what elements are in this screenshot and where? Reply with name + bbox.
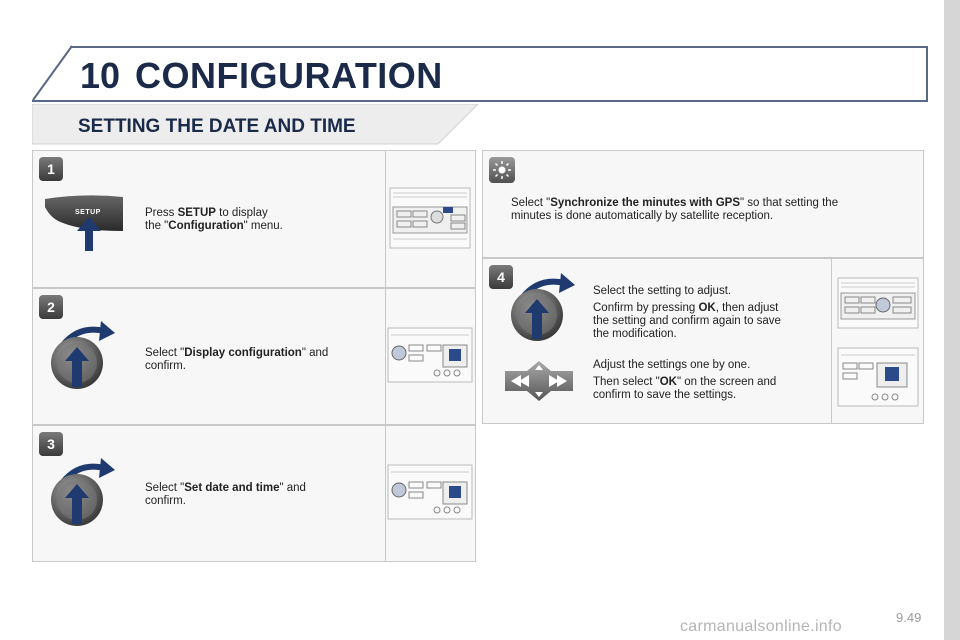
step-4-badge: 4 xyxy=(489,265,513,289)
rotary-knob-icon xyxy=(51,458,115,526)
step-2-panel: 2 Select "Display configuration" and con… xyxy=(32,288,476,425)
tip-lightbulb-icon xyxy=(489,157,515,183)
page-number: 9.49 xyxy=(896,610,922,625)
step-1-text: Press SETUP to display the "Configuratio… xyxy=(145,207,283,232)
step-1-badge: 1 xyxy=(39,157,63,181)
watermark: carmanualsonline.info xyxy=(680,618,842,635)
radio-control-illustration xyxy=(387,327,473,383)
chapter-number: 10 xyxy=(80,55,121,96)
step-2-text: Select "Display configuration" and confi… xyxy=(145,347,329,372)
header-rule-top xyxy=(70,46,928,48)
step-1-panel: 1 SETUP Press SETUP to display the "Conf… xyxy=(32,150,476,288)
page-side-bar xyxy=(944,0,960,640)
chapter-title: CONFIGURATION xyxy=(135,55,443,96)
setup-button-label: SETUP xyxy=(75,209,101,216)
header-diagonal xyxy=(32,45,73,101)
header-rule-right xyxy=(926,46,928,102)
step-3-panel: 3 Select "Set date and time" and confirm… xyxy=(32,425,476,562)
step-4-panel: 4 Select the setting to adjust. Confirm … xyxy=(482,258,924,424)
radio-unit-illustration xyxy=(837,277,919,329)
step-3-text: Select "Set date and time" and confirm. xyxy=(145,482,306,507)
step-4-text-block-2: Adjust the settings one by one. Then sel… xyxy=(593,359,777,401)
step-3-badge: 3 xyxy=(39,432,63,456)
section-header-bg xyxy=(32,104,478,145)
radio-control-illustration xyxy=(837,347,919,407)
header-rule-bottom xyxy=(32,100,928,102)
tip-text: Select "Synchronize the minutes with GPS… xyxy=(511,197,839,222)
tip-panel: Select "Synchronize the minutes with GPS… xyxy=(482,150,924,258)
setup-button-icon xyxy=(45,195,123,231)
rotary-knob-icon xyxy=(511,273,575,341)
direction-pad-icon xyxy=(505,361,573,401)
step-2-badge: 2 xyxy=(39,295,63,319)
radio-unit-illustration xyxy=(389,187,471,249)
press-arrow-icon xyxy=(77,217,101,251)
section-title: SETTING THE DATE AND TIME xyxy=(78,116,356,137)
step-4-text-block-1: Select the setting to adjust. Confirm by… xyxy=(593,285,781,340)
rotary-knob-icon xyxy=(51,321,115,389)
radio-control-illustration xyxy=(387,464,473,520)
